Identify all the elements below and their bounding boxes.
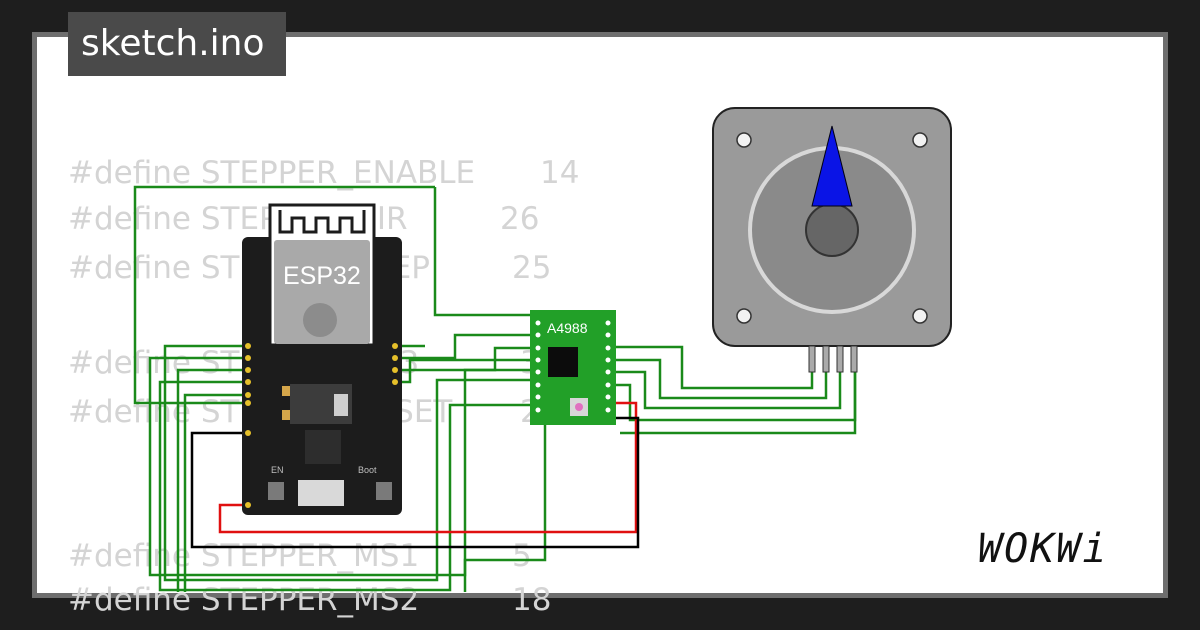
red-wire: [218, 401, 638, 534]
en-label: EN: [271, 465, 284, 475]
stepper-motor[interactable]: [712, 107, 952, 373]
code-line: #define STEPPER_MS2: [68, 582, 420, 618]
file-tab[interactable]: sketch.ino: [68, 12, 286, 76]
boot-label: Boot: [358, 465, 377, 475]
code-value: 14: [540, 155, 580, 191]
code-value: 26: [500, 201, 540, 237]
a4988-pins: [535, 320, 611, 413]
a4988-label: A4988: [547, 320, 588, 336]
esp32-board[interactable]: [242, 203, 402, 515]
wokwi-logo: WOKWi: [978, 526, 1109, 572]
green-wires: [133, 185, 857, 592]
code-line: #define STEPPER_ENABLE: [68, 155, 476, 191]
esp32-pins: [245, 343, 398, 508]
black-wire: [190, 416, 640, 549]
a4988-driver[interactable]: [530, 310, 616, 425]
code-line: #define STEPPER_MS1: [68, 538, 420, 574]
code-value: 18: [512, 582, 552, 618]
esp32-label: ESP32: [283, 262, 361, 290]
code-value: 25: [512, 250, 552, 286]
motor-needle-icon: [811, 125, 853, 207]
